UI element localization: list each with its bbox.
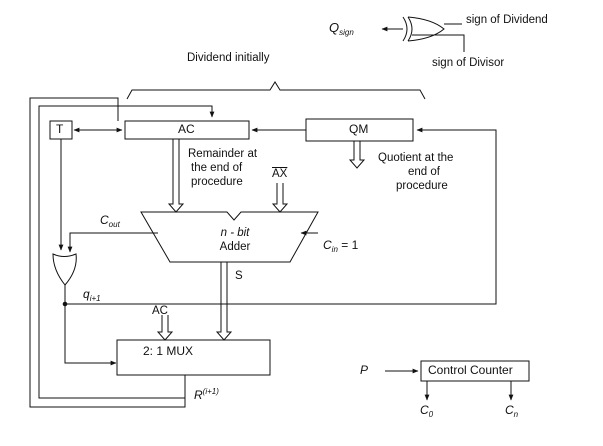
or-gate <box>52 253 77 286</box>
mux-block <box>116 339 271 376</box>
mux-label: 2: 1 MUX <box>143 344 194 358</box>
cn-label: Cn <box>505 403 519 420</box>
ac-block <box>124 120 250 140</box>
ax-label: AX <box>272 168 288 180</box>
s-mux-bus <box>215 262 233 341</box>
adder-label-1: n - bit <box>220 227 250 239</box>
p-label: P <box>360 363 369 377</box>
control-counter-label: Control Counter <box>428 363 513 377</box>
dividend-initially-label: Dividend initially <box>187 52 270 64</box>
cout-label: Cout <box>100 213 120 230</box>
ac-adder-bus <box>167 139 185 213</box>
remainder-line-3: procedure <box>191 176 243 188</box>
q-sign-label: Qsign <box>329 20 354 37</box>
remainder-line-1: Remainder at <box>188 148 258 160</box>
q-next-label: qi+1 <box>83 287 101 304</box>
t-label: T <box>56 122 64 136</box>
control-counter-block <box>420 360 530 382</box>
sign-divisor-wire <box>412 34 465 52</box>
c0-label: C0 <box>420 403 434 420</box>
qm-label: QM <box>349 122 369 136</box>
cout-wire <box>67 232 158 253</box>
cin-label: Cin = 1 <box>323 238 359 255</box>
ac-mux-label: AC <box>152 305 168 317</box>
quotient-line-3: procedure <box>396 180 448 192</box>
adder-block <box>140 211 319 263</box>
xor-gate <box>402 16 445 42</box>
ac-label: AC <box>178 122 195 136</box>
ax-adder-bus <box>271 183 289 213</box>
feedback-loop-outer <box>29 97 186 408</box>
qm-out-bus <box>348 141 366 169</box>
feedback-loop-inner <box>38 105 215 399</box>
s-label: S <box>235 270 243 282</box>
remainder-line-2: the end of <box>191 162 243 174</box>
quotient-line-1: Quotient at the <box>378 152 454 164</box>
q-next-wire <box>65 127 497 305</box>
sign-dividend-label: sign of Dividend <box>466 14 548 26</box>
ac-mux-bus <box>156 315 174 341</box>
quotient-line-2: end of <box>408 166 440 178</box>
sign-divisor-label: sign of Divisor <box>432 57 505 69</box>
r-next-label: R(i+1) <box>194 387 219 402</box>
dividend-bracket <box>126 81 426 100</box>
q-to-mux-wire <box>64 304 117 366</box>
adder-label-2: Adder <box>219 241 251 253</box>
